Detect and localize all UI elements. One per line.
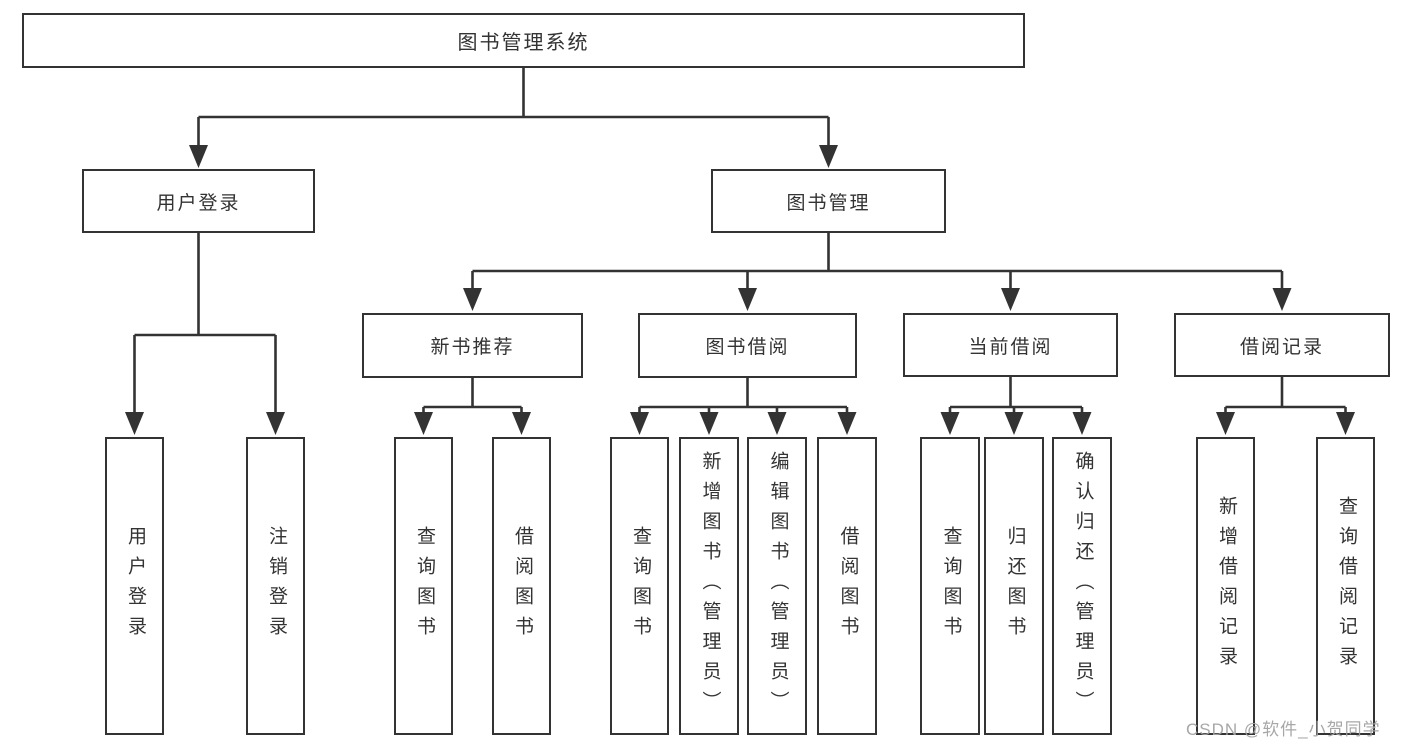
arrowhead-icon — [189, 145, 208, 168]
leaf-borrow-query-books: 查询图书 — [610, 437, 669, 735]
arrowhead-icon — [767, 412, 787, 435]
node-label: 确认归还（管理员） — [1072, 451, 1094, 721]
arrowhead-icon — [699, 412, 719, 435]
arrowhead-icon — [1272, 288, 1292, 311]
node-label: 归还图书 — [1004, 526, 1026, 646]
arrowhead-icon — [1001, 288, 1020, 311]
leaf-borrow-books: 借阅图书 — [817, 437, 877, 735]
arrowhead-icon — [738, 288, 757, 311]
connector-book-borrow-children — [638, 378, 849, 413]
arrowhead-icon — [940, 412, 960, 435]
arrowhead-icon — [414, 412, 433, 435]
connector-current-borrow-children — [948, 377, 1084, 413]
arrowhead-icon — [266, 412, 285, 435]
arrowhead-icon — [630, 412, 649, 435]
node-new-book-recommend: 新书推荐 — [362, 313, 583, 378]
leaf-add-borrow-record: 新增借阅记录 — [1196, 437, 1255, 735]
leaf-query-borrow-record: 查询借阅记录 — [1316, 437, 1375, 735]
node-label: 查询图书 — [413, 526, 435, 646]
node-label: 查询借阅记录 — [1335, 496, 1357, 676]
connector-new-book-children — [422, 378, 523, 413]
node-label: 当前借阅 — [968, 336, 1053, 358]
leaf-return-books: 归还图书 — [984, 437, 1044, 735]
node-label: 查询图书 — [940, 526, 962, 646]
node-label: 借阅图书 — [511, 526, 533, 646]
node-label: 编辑图书（管理员） — [767, 451, 789, 721]
node-book-borrow: 图书借阅 — [638, 313, 857, 378]
leaf-add-books-admin: 新增图书（管理员） — [679, 437, 739, 735]
node-label: 借阅图书 — [837, 526, 859, 646]
node-book-management: 图书管理 — [711, 169, 946, 233]
arrowhead-icon — [837, 412, 857, 435]
leaf-logout: 注销登录 — [246, 437, 305, 735]
connector-user-login-children — [133, 233, 277, 413]
node-label: 新书推荐 — [430, 337, 515, 358]
leaf-edit-books-admin: 编辑图书（管理员） — [747, 437, 807, 735]
node-label: 新增图书（管理员） — [699, 451, 721, 721]
csdn-watermark: CSDN @软件_小贺同学 — [1186, 720, 1381, 739]
node-label: 查询图书 — [629, 526, 651, 646]
leaf-user-login: 用户登录 — [105, 437, 164, 735]
node-user-login: 用户登录 — [82, 169, 315, 233]
node-label: 图书管理系统 — [457, 32, 590, 54]
leaf-current-query-books: 查询图书 — [920, 437, 980, 735]
arrowhead-icon — [819, 145, 838, 168]
node-borrow-records: 借阅记录 — [1174, 313, 1390, 377]
arrowhead-icon — [1336, 412, 1355, 435]
node-label: 借阅记录 — [1239, 336, 1324, 358]
arrowhead-icon — [512, 412, 531, 435]
node-current-borrow: 当前借阅 — [903, 313, 1118, 377]
arrowhead-icon — [125, 412, 144, 435]
arrowhead-icon — [463, 288, 482, 311]
leaf-newbook-query-books: 查询图书 — [394, 437, 453, 735]
connector-book-management-children — [471, 233, 1284, 289]
connector-borrow-records-children — [1224, 377, 1347, 413]
node-label: 用户登录 — [124, 526, 146, 646]
arrowhead-icon — [1216, 412, 1235, 435]
arrowhead-icon — [1072, 412, 1092, 435]
arrowhead-icon — [1004, 412, 1024, 435]
node-label: 图书借阅 — [705, 337, 790, 358]
arrowheads — [125, 145, 1355, 435]
leaf-newbook-borrow-books: 借阅图书 — [492, 437, 551, 735]
node-root: 图书管理系统 — [22, 13, 1025, 68]
node-label: 图书管理 — [786, 192, 871, 214]
node-label: 用户登录 — [156, 192, 241, 214]
leaf-confirm-return-admin: 确认归还（管理员） — [1052, 437, 1112, 735]
connector-root-to-level2 — [197, 68, 830, 146]
node-label: 注销登录 — [265, 526, 287, 646]
node-label: 新增借阅记录 — [1215, 496, 1237, 676]
